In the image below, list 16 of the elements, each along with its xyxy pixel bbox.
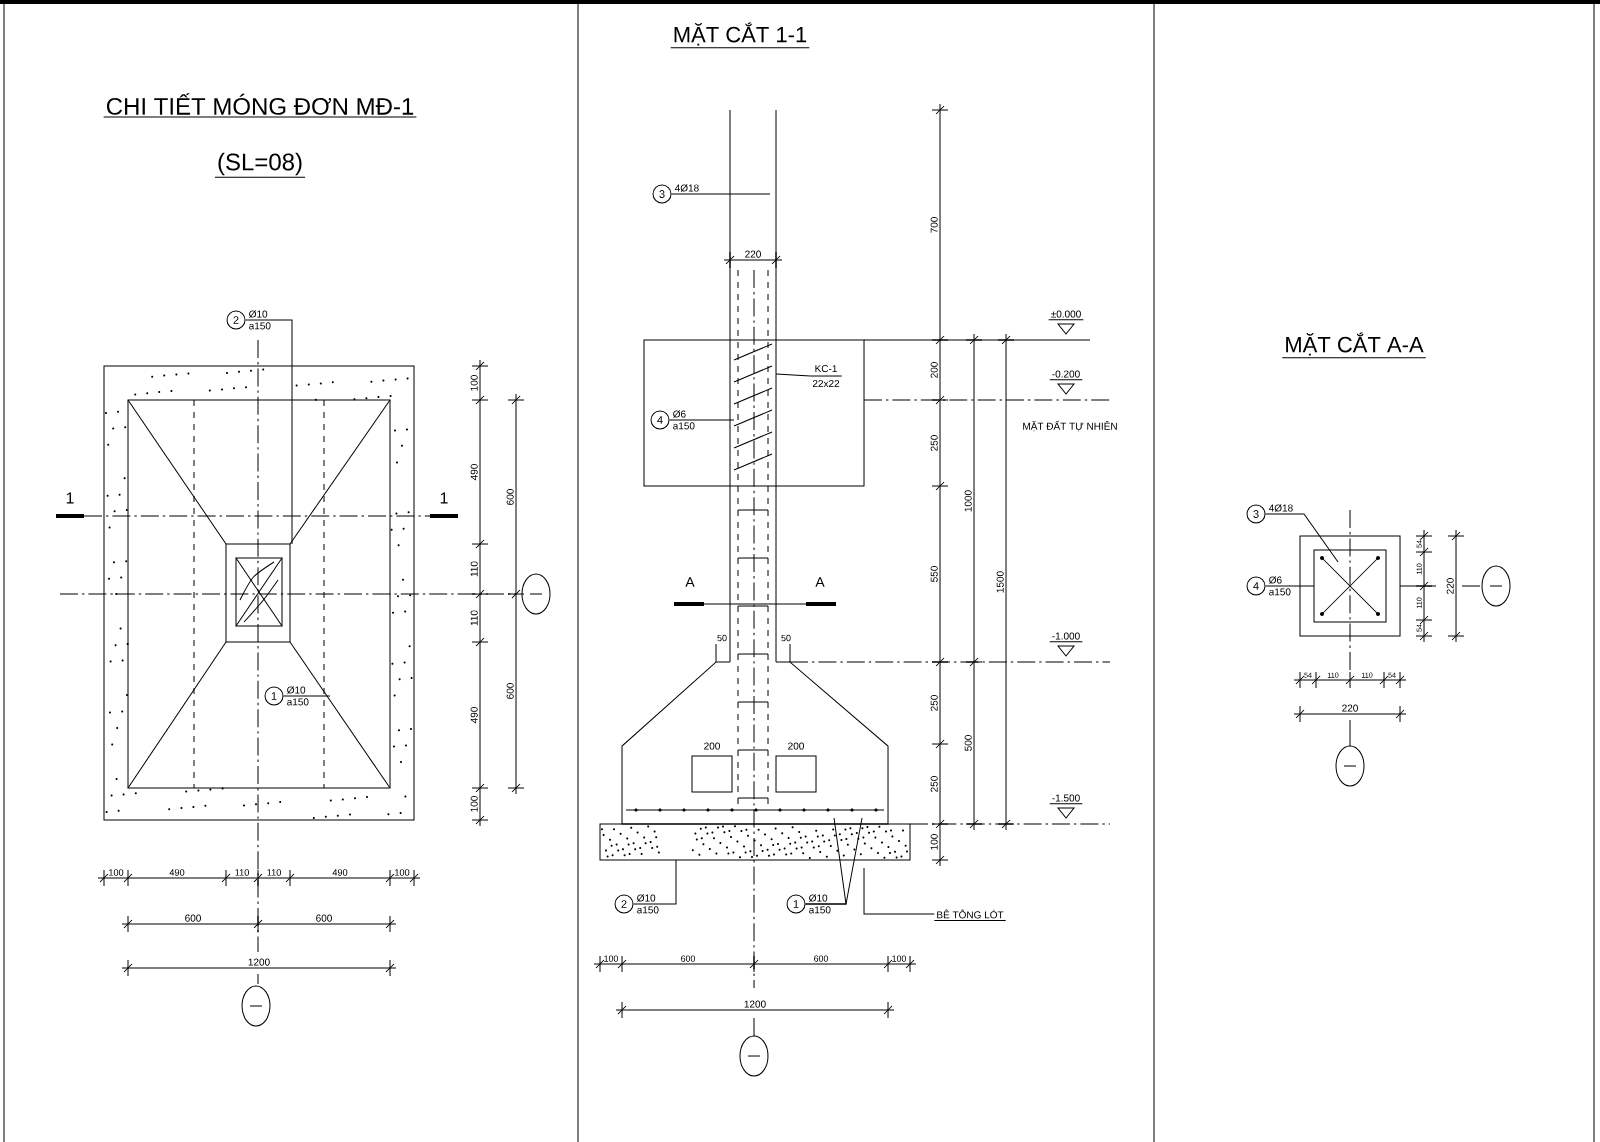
leader-line — [805, 817, 863, 905]
section-label: 1 — [66, 492, 74, 504]
leader-line — [633, 859, 677, 905]
leader-line — [1265, 513, 1339, 563]
leader-line — [775, 373, 811, 377]
drawing-title: MẶT CẮT 1-1 — [670, 22, 810, 49]
leader-line — [863, 867, 935, 915]
drawing-title: CHI TIẾT MÓNG ĐƠN MĐ-1 — [103, 93, 417, 118]
leader-line — [669, 419, 735, 421]
drawing-title: MẶT CẮT A-A — [1281, 332, 1427, 359]
leader-line — [283, 695, 331, 697]
drawing-title: (SL=08) — [214, 152, 306, 178]
leader-line — [671, 193, 771, 195]
leader-line — [1265, 585, 1315, 587]
section-label: 1 — [440, 492, 448, 504]
leader-line — [245, 319, 293, 411]
